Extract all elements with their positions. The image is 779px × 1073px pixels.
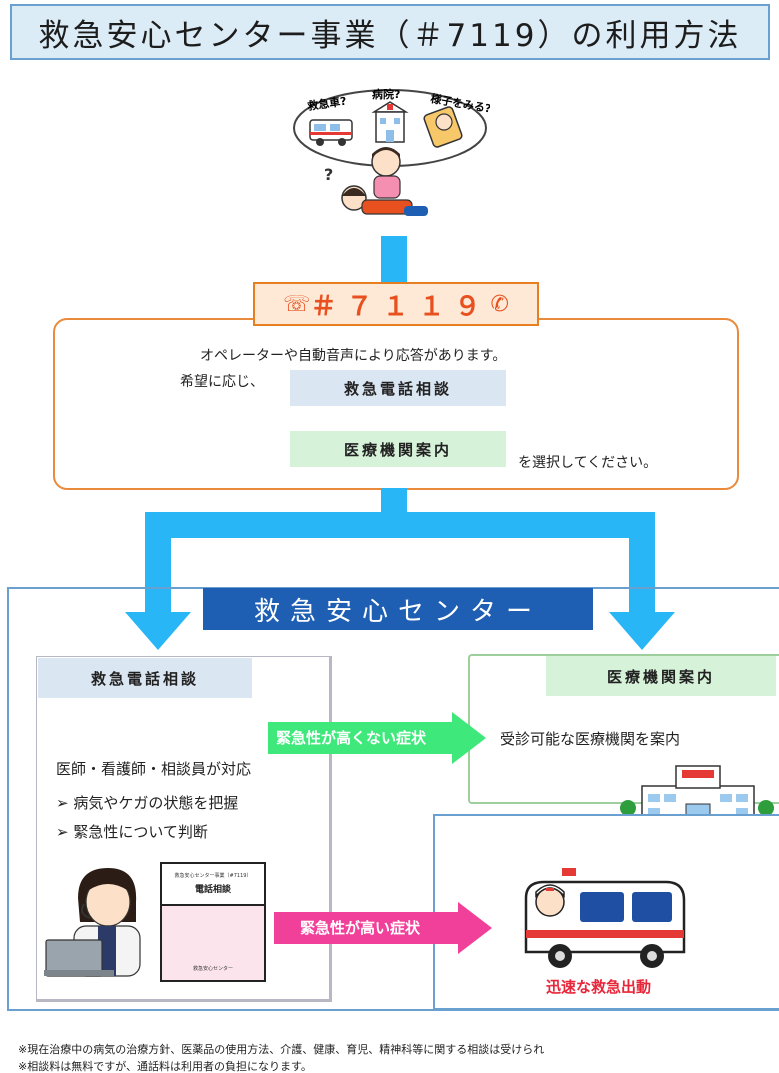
booklet-title: 電話相談 xyxy=(195,883,232,895)
thought-bubble-illustration: 救急車? 病院? 様子をみる? xyxy=(293,87,490,167)
phone-number: ＃７１１９ xyxy=(310,291,491,322)
ambulance-dispatch-label: 迅速な救急出動 xyxy=(546,978,652,996)
phone-thought-icon xyxy=(423,106,463,148)
option-hospital-guide[interactable]: 医療機関案内 xyxy=(290,431,506,467)
booklet-illustration: 救急安心センター事業（#7119） 電話相談 救急安心センター xyxy=(160,862,266,982)
option-emergency-consult[interactable]: 救急電話相談 xyxy=(290,370,506,406)
connector-horizontal xyxy=(145,512,655,538)
consult-bullet-2: ➢ 緊急性について判断 xyxy=(56,823,208,841)
svg-text:?: ? xyxy=(324,165,333,184)
booklet-footer: 救急安心センター xyxy=(193,965,233,972)
consult-heading: 救急電話相談 xyxy=(38,658,252,698)
thought-label-hospital: 病院? xyxy=(372,87,400,101)
consult-staff: 医師・看護師・相談員が対応 xyxy=(56,760,252,778)
connector-top xyxy=(381,236,407,284)
operator-select-text: を選択してください。 xyxy=(518,455,658,471)
operator-intro: オペレーターや自動音声により応答があります。 xyxy=(200,348,507,364)
footnote-1: ※現在治療中の病気の治療方針、医薬品の使用方法、介護、健康、育児、精神科等に関す… xyxy=(18,1043,545,1056)
thought-label-ambulance: 救急車? xyxy=(306,94,347,113)
operator-wish: 希望に応じ、 xyxy=(180,374,264,390)
phone-number-box[interactable]: ☏ ＃７１１９ ✆ xyxy=(253,282,539,326)
telephone-icon: ☏ xyxy=(283,291,311,317)
hospital-thought-icon xyxy=(371,101,409,143)
connector-left xyxy=(145,512,171,618)
arrow-not-urgent xyxy=(268,712,486,764)
title-banner: 救急安心センター事業（＃7119）の利用方法 xyxy=(10,4,770,60)
down-arrow-left-icon xyxy=(125,612,191,650)
phone-handset-icon: ✆ xyxy=(490,291,509,317)
center-title: 救急安心センター xyxy=(203,588,593,630)
ambulance-icon xyxy=(524,868,686,968)
page-title: 救急安心センター事業（＃7119）の利用方法 xyxy=(38,17,742,54)
booklet-subtitle: 救急安心センター事業（#7119） xyxy=(175,872,252,879)
down-arrow-right-icon xyxy=(609,612,675,650)
connector-right xyxy=(629,512,655,618)
hospital-guide-heading: 医療機関案内 xyxy=(546,656,776,696)
hospital-guide-description: 受診可能な医療機関を案内 xyxy=(500,730,681,748)
footnote-2: ※相談料は無料ですが、通話料は利用者の負担になります。 xyxy=(18,1060,312,1073)
arrow-urgent-label: 緊急性が高い症状 xyxy=(300,919,421,937)
children-illustration: ? xyxy=(324,147,428,216)
arrow-not-urgent-label: 緊急性が高くない症状 xyxy=(276,729,427,747)
operator-person-illustration xyxy=(44,868,141,977)
consult-bullet-1: ➢ 病気やケガの状態を把握 xyxy=(56,794,239,812)
ambulance-thought-icon xyxy=(309,119,353,146)
arrow-urgent xyxy=(274,902,492,954)
